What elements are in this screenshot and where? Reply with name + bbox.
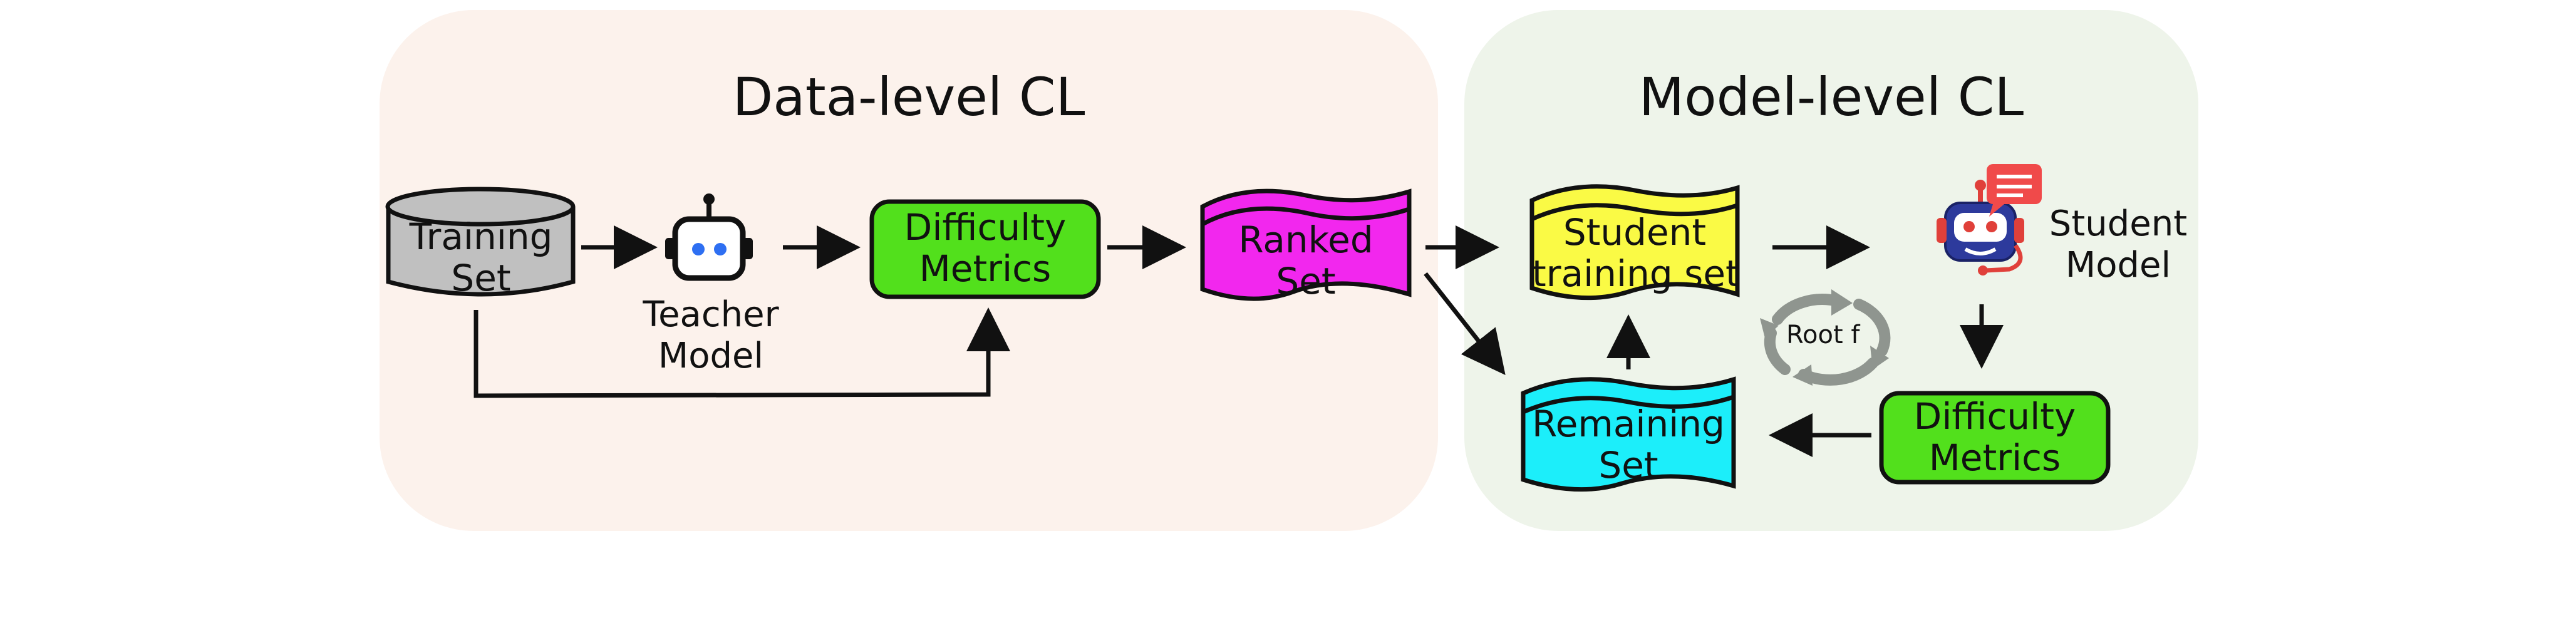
difficulty-metrics-2-line1: Difficulty (1913, 395, 2076, 438)
remaining-set-cylinder (1521, 376, 1736, 492)
remaining-set-label: Remaining Set (1523, 403, 1734, 486)
difficulty-metrics-2-line2: Metrics (1928, 436, 2061, 479)
flow-arrows (581, 225, 2004, 457)
ranked-set-label: Ranked Set (1203, 219, 1409, 302)
difficulty-metrics-1-label: Difficulty Metrics (872, 207, 1099, 289)
data-level-title: Data-level CL (732, 66, 1085, 128)
student-model-line2: Model (2065, 245, 2171, 286)
difficulty-metrics-box-2 (1879, 391, 2111, 485)
remaining-set-line2: Set (1598, 444, 1658, 487)
teacher-robot-icon (665, 193, 753, 281)
teacher-model-label: Teacher Model (626, 294, 795, 377)
root-loop-icon (1764, 294, 1891, 386)
training-set-line2: Set (451, 257, 511, 299)
student-training-set-cylinder (1529, 184, 1740, 301)
difficulty-metrics-1-line1: Difficulty (904, 206, 1067, 249)
student-robot-icon (1937, 164, 2042, 275)
training-set-label: Training Set (387, 216, 575, 299)
student-training-set-line1: Student (1563, 211, 1707, 254)
teacher-model-line2: Model (658, 336, 764, 376)
difficulty-metrics-box-1 (869, 199, 1101, 299)
root-loop-arrowheads (1760, 289, 1889, 386)
root-f-label: Root f (1786, 321, 1860, 349)
difficulty-metrics-2-label: Difficulty Metrics (1881, 396, 2108, 478)
model-level-title: Model-level CL (1638, 66, 2024, 128)
remaining-set-line1: Remaining (1532, 403, 1725, 445)
student-model-label: Student Model (2043, 203, 2193, 286)
student-training-set-line2: training set (1532, 252, 1740, 295)
training-set-line1: Training (409, 215, 553, 258)
training-set-cylinder (385, 187, 576, 297)
arrow-training-to-metrics (473, 307, 1010, 398)
student-training-set-label: Student training set (1532, 211, 1740, 295)
ranked-set-line1: Ranked (1238, 219, 1373, 261)
ranked-set-cylinder (1200, 188, 1412, 301)
teacher-model-line1: Teacher (643, 294, 779, 335)
student-model-line1: Student (2049, 203, 2188, 244)
arrow-ranked-to-remaining (1424, 272, 1506, 375)
difficulty-metrics-1-line2: Metrics (919, 247, 1052, 290)
ranked-set-line2: Set (1276, 260, 1336, 302)
